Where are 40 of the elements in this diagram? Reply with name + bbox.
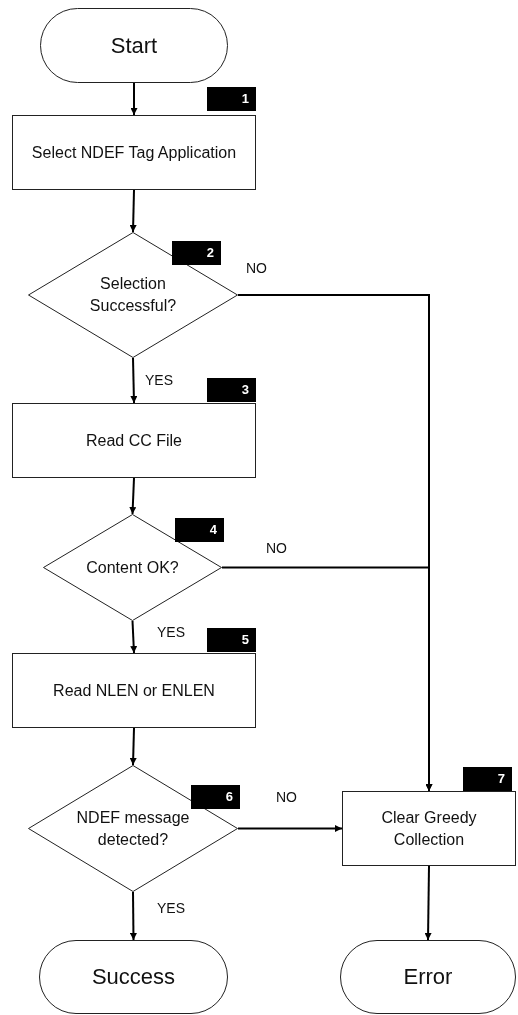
edge-label: YES <box>155 900 187 916</box>
node-label: NDEF message detected? <box>75 807 191 850</box>
arrow <box>129 727 137 766</box>
node-label: Read CC File <box>85 430 183 451</box>
arrow <box>221 566 433 792</box>
node-label: Content OK? <box>85 557 180 578</box>
callout-number: 2 <box>172 241 221 265</box>
process-box <box>342 791 516 866</box>
node-label: Select NDEF Tag Application <box>30 142 238 163</box>
node-label: Selection Successful? <box>88 274 178 316</box>
node-label: Start <box>109 31 159 60</box>
edge-label: YES <box>143 372 175 388</box>
node-label: Error <box>402 963 454 992</box>
arrow <box>424 865 432 941</box>
arrow <box>129 891 137 941</box>
arrow <box>130 82 138 116</box>
node-label: Success <box>90 963 177 992</box>
decision-diamond <box>28 232 238 358</box>
callout-number: 4 <box>175 518 224 542</box>
edge-label: YES <box>155 624 187 640</box>
decision-diamond <box>28 765 238 892</box>
arrow <box>130 620 138 654</box>
arrow <box>129 477 137 515</box>
node-label: Clear Greedy Collection <box>380 807 478 850</box>
edge-label: NO <box>274 789 299 805</box>
callout-number: 3 <box>207 378 256 402</box>
callout-number: 5 <box>207 628 256 652</box>
arrow <box>237 825 343 832</box>
decision-diamond <box>43 514 222 621</box>
process-box <box>12 115 256 190</box>
callout-number: 1 <box>207 87 256 111</box>
process-box <box>12 653 256 728</box>
arrow <box>130 357 138 404</box>
edge-label: NO <box>244 260 269 276</box>
callout-number: 6 <box>191 785 240 809</box>
arrow <box>129 189 137 233</box>
edge-label: NO <box>264 540 289 556</box>
node-label: Read NLEN or ENLEN <box>52 680 216 701</box>
process-box <box>12 403 256 478</box>
callout-number: 7 <box>463 767 512 791</box>
